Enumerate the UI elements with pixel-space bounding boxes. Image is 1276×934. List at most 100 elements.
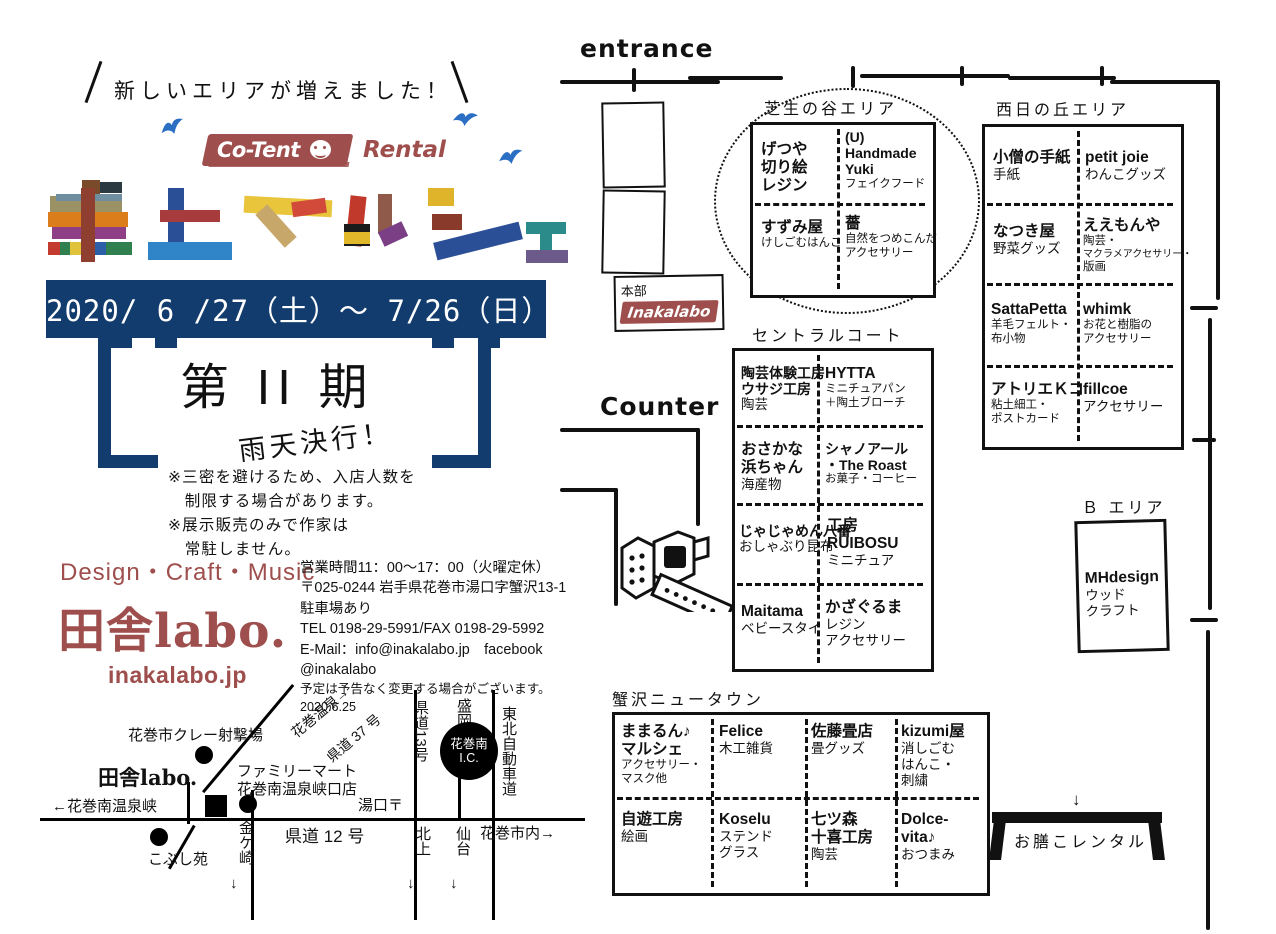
label-kendo13: 県道13号 <box>412 700 429 762</box>
booth-desc: マスク他 <box>621 772 667 785</box>
poi-square-inakalabo <box>205 795 227 817</box>
booth-name: Handmade <box>845 145 917 162</box>
counter-wall-right <box>696 428 700 526</box>
booth-felice[interactable]: Felice 木工雑貨 <box>719 723 773 757</box>
headquarters-title: 本部 <box>620 283 647 299</box>
booth-desc: おつまみ <box>901 846 955 862</box>
headquarters-box: 本部 Inakalabo <box>613 274 725 332</box>
booth-jiyu-kobo[interactable]: 自遊工房 絵画 <box>621 811 683 845</box>
banner-nub <box>155 338 177 348</box>
booth-eemonya[interactable]: ええもんや 陶芸・ マクラメアクセサリー・ 版画 <box>1083 217 1192 275</box>
entrance-label: entrance <box>580 34 714 63</box>
booth-name: RUIBOSU <box>827 534 899 552</box>
booth-desc: アクセサリー <box>1083 398 1164 414</box>
booth-usaji-kobo[interactable]: 陶芸体験工房 ウサジ工房 陶芸 <box>741 365 825 414</box>
label-familymart-2: 花巻南温泉峡口店 <box>237 781 358 798</box>
booth-petit-joie[interactable]: petit joie わんこグッズ <box>1085 149 1166 183</box>
booth-kobo-ruibosu[interactable]: 工房 RUIBOSU ミニチュア <box>827 517 898 569</box>
booth-whimk[interactable]: whimk お花と樹脂の アクセサリー <box>1083 301 1152 347</box>
booth-name: whimk <box>1083 301 1132 318</box>
label-onsenkyo: ←花巻南温泉峡 <box>52 798 158 815</box>
booth-osakana-hamachan[interactable]: おさかな 浜ちゃん 海産物 <box>741 441 803 493</box>
booth-desc: 野菜グッズ <box>993 240 1061 256</box>
booth-natsukiya[interactable]: なつき屋 野菜グッズ <box>993 223 1061 257</box>
booth-hytta[interactable]: HYTTA ミニチュアパン ＋陶土ブローチ <box>825 365 906 411</box>
booth-atelier-k-ko[interactable]: アトリエＫコ 粘土細工・ ポストカード <box>991 381 1084 427</box>
rental-label: Rental <box>363 137 446 163</box>
booth-bara[interactable]: 薔 自然をつめこんだ アクセサリー <box>845 215 937 261</box>
kanizawa-divider-v-1 <box>711 719 714 887</box>
booth-name: kizumi屋 <box>901 723 965 740</box>
shibafu-divider-v <box>837 129 840 289</box>
wall-right-tick-2 <box>1192 438 1216 442</box>
wall-top-c <box>1008 76 1116 80</box>
booth-kozo-no-tegami[interactable]: 小僧の手紙 手紙 <box>993 149 1071 183</box>
note-line: ※三密を避けるため、入店人数を <box>168 469 416 486</box>
note-line: 制限する場合があります。 <box>168 493 384 511</box>
note-line: ※展示販売のみで作家は <box>168 517 350 535</box>
counter-wall-inner-v <box>614 488 618 606</box>
label-tohoku-expressway: 東北自動車道 <box>500 706 517 796</box>
booth-fillcoe[interactable]: fillcoe アクセサリー <box>1083 381 1163 415</box>
booth-mhdesign[interactable]: MHdesign ウッド クラフト <box>1085 568 1160 620</box>
booth-name: ままるん♪ <box>621 723 691 740</box>
central-divider-h-1 <box>737 425 923 428</box>
label-yuguchi: 湯口〒 <box>358 797 404 814</box>
booth-name: 七ツ森 <box>811 811 858 828</box>
website-url[interactable]: inakalabo.jp <box>108 662 247 688</box>
booth-maitama[interactable]: Maitama ベビースタイ <box>741 603 821 637</box>
collage-title <box>48 180 568 290</box>
banner-leg-right <box>478 338 491 468</box>
booth-getsuya[interactable]: げつや 切り絵 レジン <box>761 141 808 195</box>
booth-desc: ミニチュア <box>827 552 895 568</box>
booth-desc: けしごむはんこ <box>761 236 842 249</box>
road-sendai-ramp <box>458 748 461 818</box>
phase-title: 第 II 期 <box>180 361 375 415</box>
ozen-rental-sign[interactable]: お膳こレンタル <box>989 812 1165 860</box>
poi-dot-kobushien <box>150 828 168 846</box>
booth-sato-tatami[interactable]: 佐藤畳店 畳グッズ <box>811 723 873 757</box>
label-kobushien: こぶし苑 <box>148 851 209 868</box>
booth-name: ・The Roast <box>825 457 907 474</box>
wall-right-mid <box>1208 318 1212 610</box>
booth-desc: 羊毛フェルト・ <box>991 318 1072 331</box>
booth-name: fillcoe <box>1083 381 1128 398</box>
booth-desc: 版画 <box>1083 260 1106 273</box>
counter-device-icon <box>616 520 736 629</box>
shibafu-dotted-circle <box>714 88 980 314</box>
booth-desc: ステンド <box>719 828 773 844</box>
booth-dolce-vita[interactable]: Dolce- vita♪ おつまみ <box>901 811 955 863</box>
booth-koselu[interactable]: Koselu ステンド グラス <box>719 811 773 861</box>
area-title-shibafu: 芝生の谷エリア <box>764 101 898 118</box>
booth-u-handmade-yuki[interactable]: (U) Handmade Yuki フェイクフード <box>845 129 925 192</box>
booth-sattapetta[interactable]: SattaPetta 羊毛フェルト・ 布小物 <box>991 301 1072 347</box>
booth-kazaguruma[interactable]: かざぐるま レジン アクセサリー <box>825 599 906 649</box>
area-box-central: 陶芸体験工房 ウサジ工房 陶芸 HYTTA ミニチュアパン ＋陶土ブローチ おさ… <box>732 348 934 672</box>
central-divider-v <box>817 355 820 663</box>
booth-suzumiya[interactable]: すずみ屋 けしごむはんこ <box>761 219 842 251</box>
booth-desc: 陶芸・ <box>1083 234 1118 247</box>
booth-name: 工房 <box>827 517 859 534</box>
area-box-barea[interactable]: MHdesign ウッド クラフト <box>1074 518 1170 654</box>
nishibi-divider-h-1 <box>987 203 1173 206</box>
booth-chat-noir-the-roast[interactable]: シャノアール ・The Roast お菓子・コーヒー <box>825 441 917 487</box>
label-hanamaki-city: 花巻市内→ <box>480 825 556 842</box>
date-banner: 2020/ 6 /27（土）～ 7/26（日） <box>46 280 550 338</box>
label-sendai-arrow: ↓ <box>450 875 458 892</box>
booth-name: マルシェ <box>621 740 684 758</box>
booth-mamarun-marche[interactable]: ままるん♪ マルシェ アクセサリー・ マスク他 <box>621 723 702 787</box>
booth-desc: 布小物 <box>991 332 1026 345</box>
wall-gap-tick-1 <box>851 66 855 88</box>
label-inakalabo: 田舎labo. <box>98 765 198 790</box>
banner-nub <box>432 338 454 348</box>
booth-name: レジン <box>761 176 808 194</box>
booth-jajamen-hachiban[interactable]: じゃじゃめん八番 おしゃぶり昆布 <box>739 523 851 555</box>
booth-desc: おしゃぶり昆布 <box>739 539 834 555</box>
booth-nanatsumori-toki-kobo[interactable]: 七ツ森 十喜工房 陶芸 <box>811 811 873 863</box>
wall-gap-tick-2 <box>960 66 964 86</box>
booth-desc: わんこグッズ <box>1085 166 1166 182</box>
booth-desc: 海産物 <box>741 476 782 492</box>
booth-kizumiya[interactable]: kizumi屋 消しごむ はんこ・ 刺繍 <box>901 723 965 790</box>
label-kendo37: 県道 37 号 <box>323 710 384 766</box>
booth-name: ウサジ工房 <box>741 381 811 398</box>
